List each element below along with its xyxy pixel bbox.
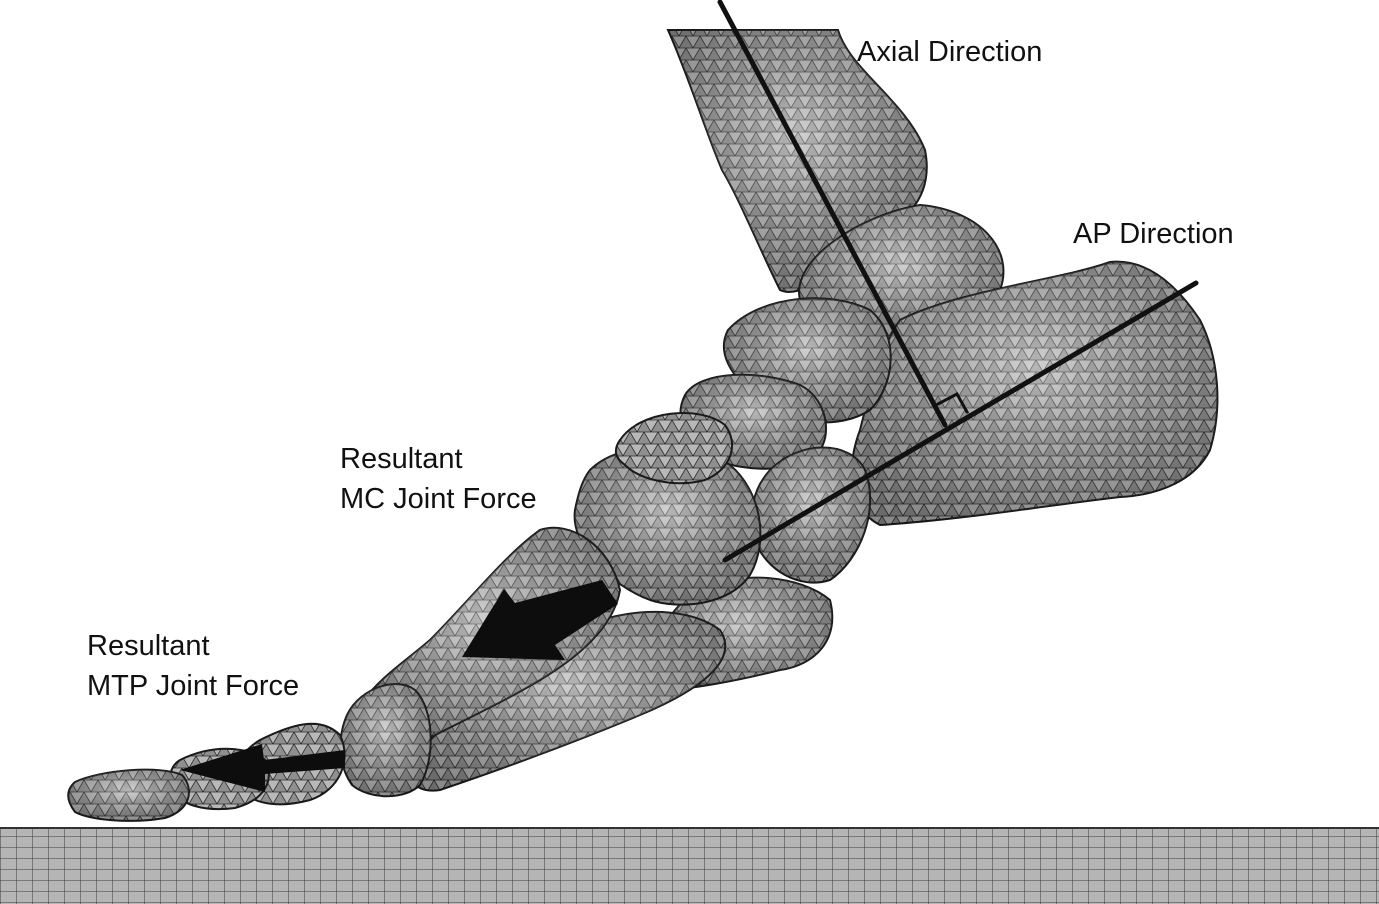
metatarsal-head-bone — [339, 683, 432, 798]
ap-direction-line — [722, 280, 1199, 563]
mtp-joint-force-arrow — [180, 744, 345, 792]
right-angle-marker — [936, 391, 969, 414]
mc-joint-force-label-line2: MC Joint Force — [340, 483, 537, 515]
toe-phalanx-bones — [67, 747, 270, 822]
axial-direction-label: Axial Direction — [857, 36, 1043, 68]
force-arrows — [180, 580, 618, 792]
mtp-joint-force-label-line1: Resultant — [87, 630, 210, 662]
intermediate-cuneiform-bone — [573, 445, 762, 606]
mc-joint-force-arrow — [462, 580, 618, 660]
axial-direction-line — [717, 0, 948, 428]
calcaneus-bone — [850, 260, 1219, 527]
axes — [717, 0, 1199, 563]
mtp-joint-force-label-line2: MTP Joint Force — [87, 670, 300, 702]
medial-cuneiform-bone — [614, 412, 734, 485]
ap-direction-label: AP Direction — [1073, 218, 1234, 250]
ground-mesh — [0, 827, 1379, 904]
mc-joint-force-label-line1: Resultant — [340, 443, 463, 475]
